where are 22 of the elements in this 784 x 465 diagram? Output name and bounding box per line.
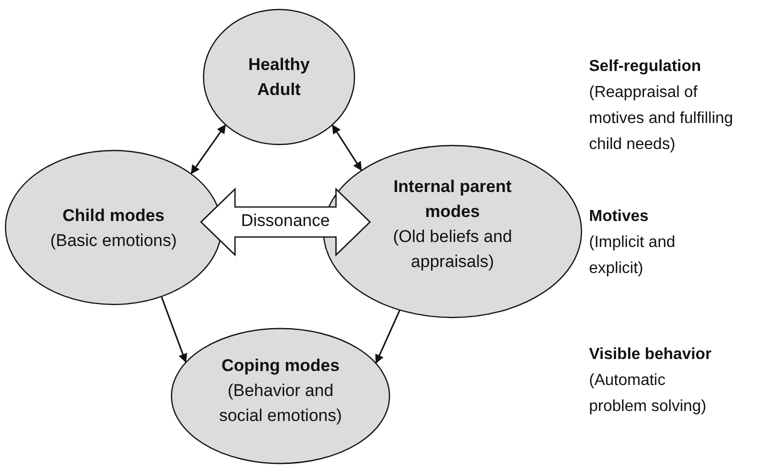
arrow bbox=[160, 296, 188, 363]
side-heading: Visible behavior bbox=[589, 345, 712, 365]
arrow bbox=[375, 310, 400, 364]
block-arrow bbox=[200, 187, 371, 257]
mode-ellipse bbox=[203, 9, 355, 145]
mode-description: (Basic emotions) bbox=[49, 230, 178, 252]
mode-ellipse bbox=[5, 150, 222, 305]
side-description: (Reappraisal of motives and fulfilling child needs) bbox=[589, 83, 734, 155]
edge-label: Dissonance bbox=[241, 211, 330, 231]
side-description: (Implicit and explicit) bbox=[589, 233, 676, 279]
mode-title: Internal parent modes bbox=[392, 176, 513, 222]
side-description: (Automatic problem solving) bbox=[589, 371, 708, 417]
mode-title: Child modes bbox=[61, 204, 166, 226]
mode-title: Healthy Adult bbox=[247, 54, 311, 101]
arrow bbox=[190, 124, 226, 174]
side-heading: Self-regulation bbox=[589, 57, 702, 77]
arrow bbox=[332, 124, 362, 171]
mode-title: Coping modes bbox=[220, 354, 341, 377]
side-heading: Motives bbox=[589, 207, 650, 227]
mode-ellipse bbox=[171, 328, 390, 464]
mode-description: (Behavior and social emotions) bbox=[218, 380, 343, 426]
mode-description: (Old beliefs and appraisals) bbox=[392, 226, 514, 272]
